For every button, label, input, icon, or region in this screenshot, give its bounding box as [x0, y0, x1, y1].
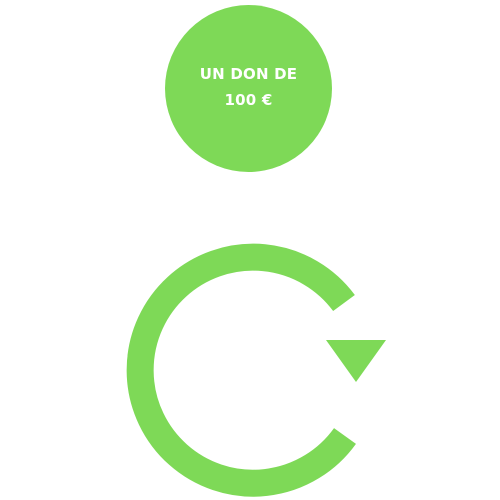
cycle-arc — [126, 243, 356, 497]
cycle-arrowhead — [326, 340, 386, 382]
donation-badge: UN DON DE 100 € — [165, 5, 332, 172]
donation-badge-text: UN DON DE 100 € — [200, 61, 297, 113]
donation-badge-line-1: UN DON DE — [199, 64, 298, 83]
donation-amount: 100 € — [224, 90, 273, 109]
